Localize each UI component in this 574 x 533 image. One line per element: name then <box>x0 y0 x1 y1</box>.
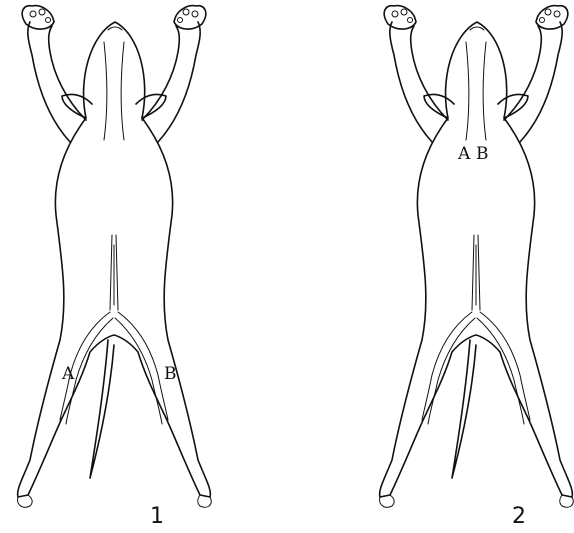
figure-1-marker-b: B <box>164 366 177 383</box>
figure-2-animal-outline <box>380 6 574 508</box>
figure-2-marker-b: B <box>476 146 489 163</box>
figure-1-animal-outline <box>18 6 212 508</box>
figure-2-marker-a: A <box>458 146 470 163</box>
figure-1-marker-a: A <box>62 366 74 383</box>
figure-2-number: 2 <box>512 506 526 528</box>
figure-1-number: 1 <box>150 506 164 528</box>
